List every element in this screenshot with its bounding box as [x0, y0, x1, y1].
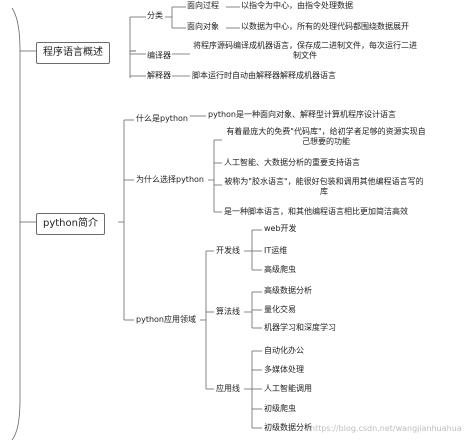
- node-dev[interactable]: 开发线: [216, 246, 240, 255]
- node-interp[interactable]: 解释器: [147, 71, 171, 80]
- watermark: https://blog.csdn.net/wangjianhuahua: [310, 424, 462, 433]
- classify-bracket: [165, 7, 173, 28]
- node-dev1[interactable]: web开发: [264, 224, 297, 233]
- apps-bracket: [200, 251, 207, 389]
- node-apps[interactable]: python应用领域: [136, 315, 196, 324]
- node-algo[interactable]: 算法线: [216, 307, 240, 316]
- why-bracket: [208, 140, 215, 212]
- node-what[interactable]: 什么是python: [136, 114, 188, 123]
- node-app5[interactable]: 初级数据分析: [264, 423, 312, 432]
- node-dev2[interactable]: IT运维: [264, 246, 288, 255]
- node-algo3[interactable]: 机器学习和深度学习: [264, 323, 336, 332]
- node-algo2[interactable]: 量化交易: [264, 305, 296, 314]
- node-python-intro[interactable]: python简介: [36, 213, 105, 235]
- node-app3[interactable]: 人工智能调用: [264, 384, 312, 393]
- node-proc-desc[interactable]: 以指令为中心，由指令处理数据: [241, 1, 353, 10]
- dev-bracket: [244, 230, 253, 270]
- appline-bracket: [244, 351, 253, 428]
- node-why2[interactable]: 人工智能、大数据分析的重要支持语言: [224, 158, 360, 167]
- node-why1[interactable]: 有着最庞大的免费"代码库"，给初学者足够的资源实现自己想要的功能: [226, 127, 426, 146]
- node-compiler[interactable]: 编译器: [147, 51, 171, 60]
- node-why3[interactable]: 被称为"胶水语言"，能很好包装和调用其他编程语言写的库: [224, 177, 424, 196]
- node-oop-desc[interactable]: 以数据为中心，所有的处理代码都围绕数据展开: [241, 22, 409, 31]
- node-why[interactable]: 为什么选择python: [136, 175, 204, 184]
- node-appline[interactable]: 应用线: [216, 384, 240, 393]
- node-interp-desc[interactable]: 脚本运行时自动由解释器解释成机器语言: [192, 71, 336, 80]
- node-app4[interactable]: 初级爬虫: [264, 404, 296, 413]
- node-algo1[interactable]: 高级数据分析: [264, 286, 312, 295]
- node-app1[interactable]: 自动化办公: [264, 346, 304, 355]
- node-compiler-desc[interactable]: 将程序源码编译成机器语言，保存成二进制文件，每次运行二进制文件: [193, 41, 417, 60]
- overview-bracket: [129, 17, 136, 78]
- algo-bracket: [244, 292, 253, 328]
- node-dev3[interactable]: 高级爬虫: [264, 265, 296, 274]
- node-oop[interactable]: 面向对象: [187, 22, 219, 31]
- node-classify[interactable]: 分类: [147, 11, 163, 20]
- node-what-desc[interactable]: python是一种面向对象、解释型计算机程序设计语言: [208, 110, 396, 119]
- root-trunk: [11, 7, 21, 440]
- node-overview[interactable]: 程序语言概述: [36, 42, 110, 64]
- intro-bracket: [118, 120, 125, 320]
- node-app2[interactable]: 多媒体处理: [264, 365, 304, 374]
- node-why4[interactable]: 是一种脚本语言，和其他编程语言相比更加简洁高效: [224, 207, 408, 216]
- node-proc[interactable]: 面向过程: [187, 1, 219, 10]
